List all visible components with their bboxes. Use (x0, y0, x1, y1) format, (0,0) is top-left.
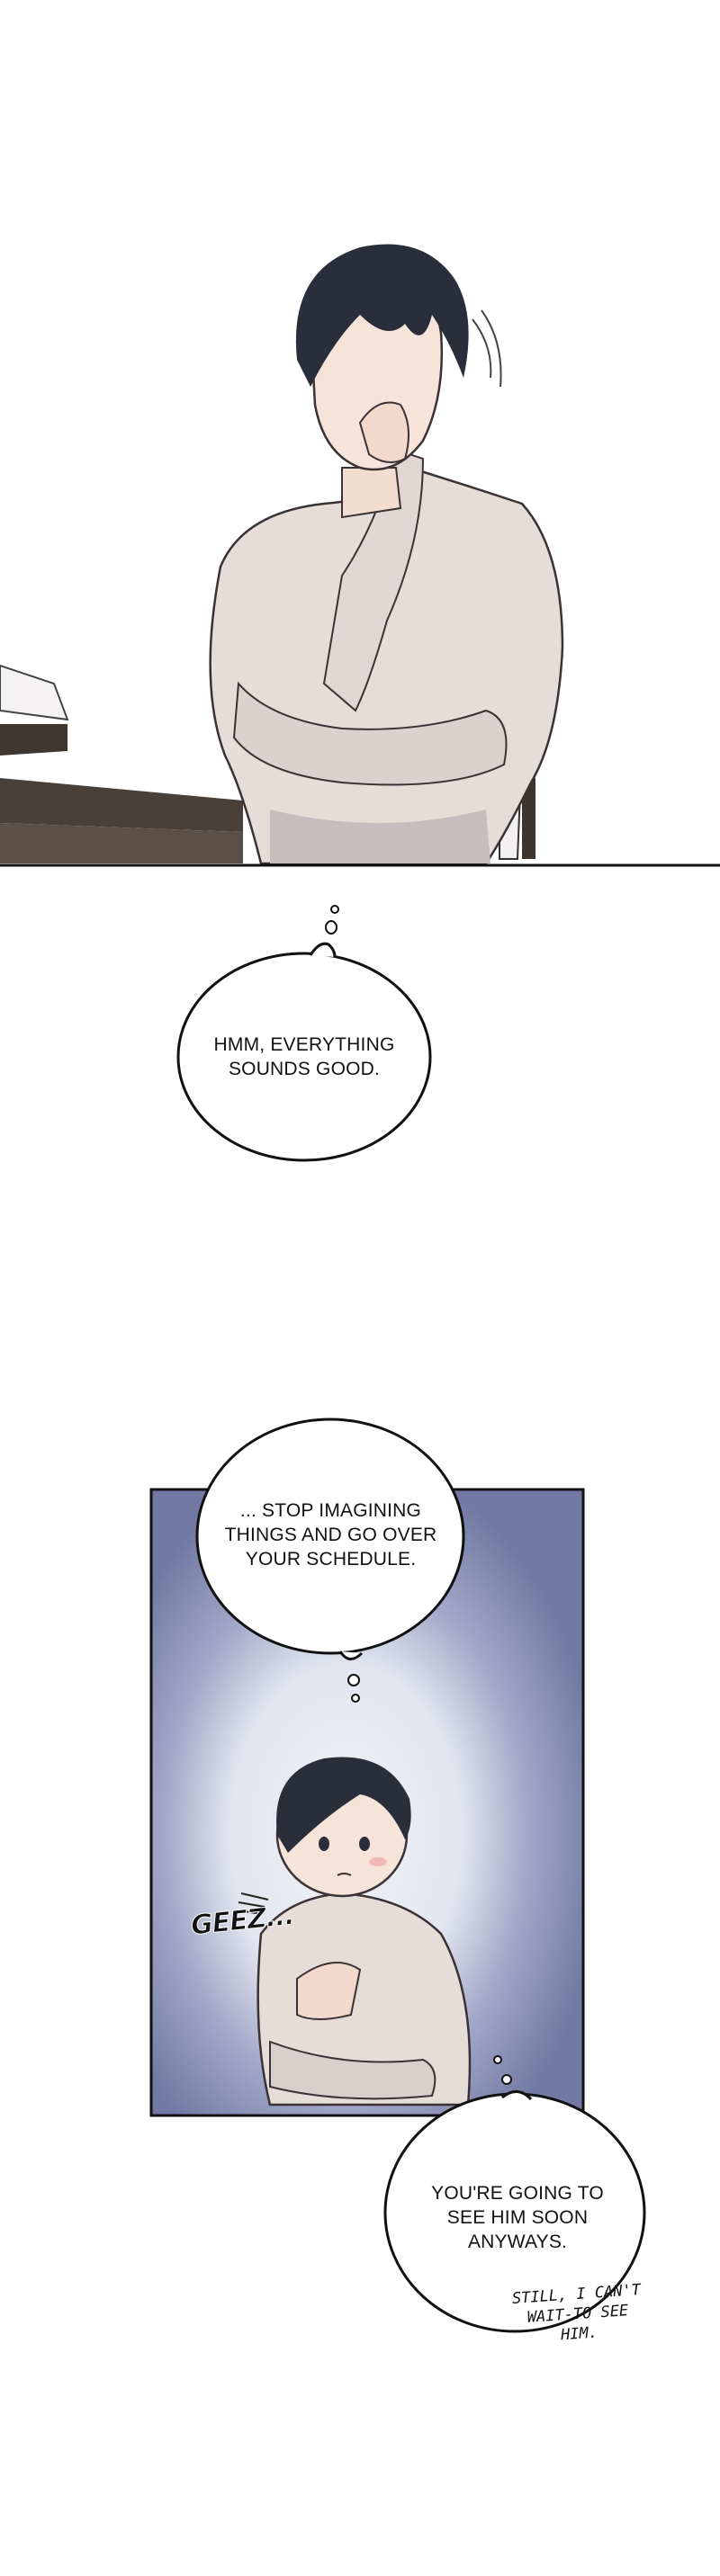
text-line: ... STOP IMAGINING (239, 1500, 422, 1521)
text-line: SOUNDS GOOD. (228, 1059, 381, 1079)
thought-bubble-1-shape (176, 905, 432, 1162)
man-thinking-illustration (0, 244, 564, 865)
text-line: YOU'RE GOING TO (431, 2183, 604, 2204)
text-line: HMM, EVERYTHING (213, 1034, 395, 1055)
text-line: YOUR SCHEDULE. (245, 1549, 417, 1570)
handwritten-aside: STILL, I CAN'T WAIT-TO SEE HIM. (495, 2279, 661, 2349)
text-line: SEE HIM SOON (446, 2207, 589, 2228)
thought-bubble-1-text: HMM, EVERYTHING SOUNDS GOOD. (178, 1033, 430, 1081)
text-line: THINGS AND GO OVER (224, 1525, 437, 1545)
text-line: ANYWAYS. (467, 2232, 568, 2252)
thought-bubble-3-shape (383, 2090, 646, 2333)
thought-bubble-2-shape (195, 1418, 465, 1703)
thought-bubble-3-text: YOU'RE GOING TO SEE HIM SOON ANYWAYS. (396, 2181, 639, 2254)
thought-bubble-2-text: ... STOP IMAGINING THINGS AND GO OVER YO… (198, 1498, 464, 1571)
